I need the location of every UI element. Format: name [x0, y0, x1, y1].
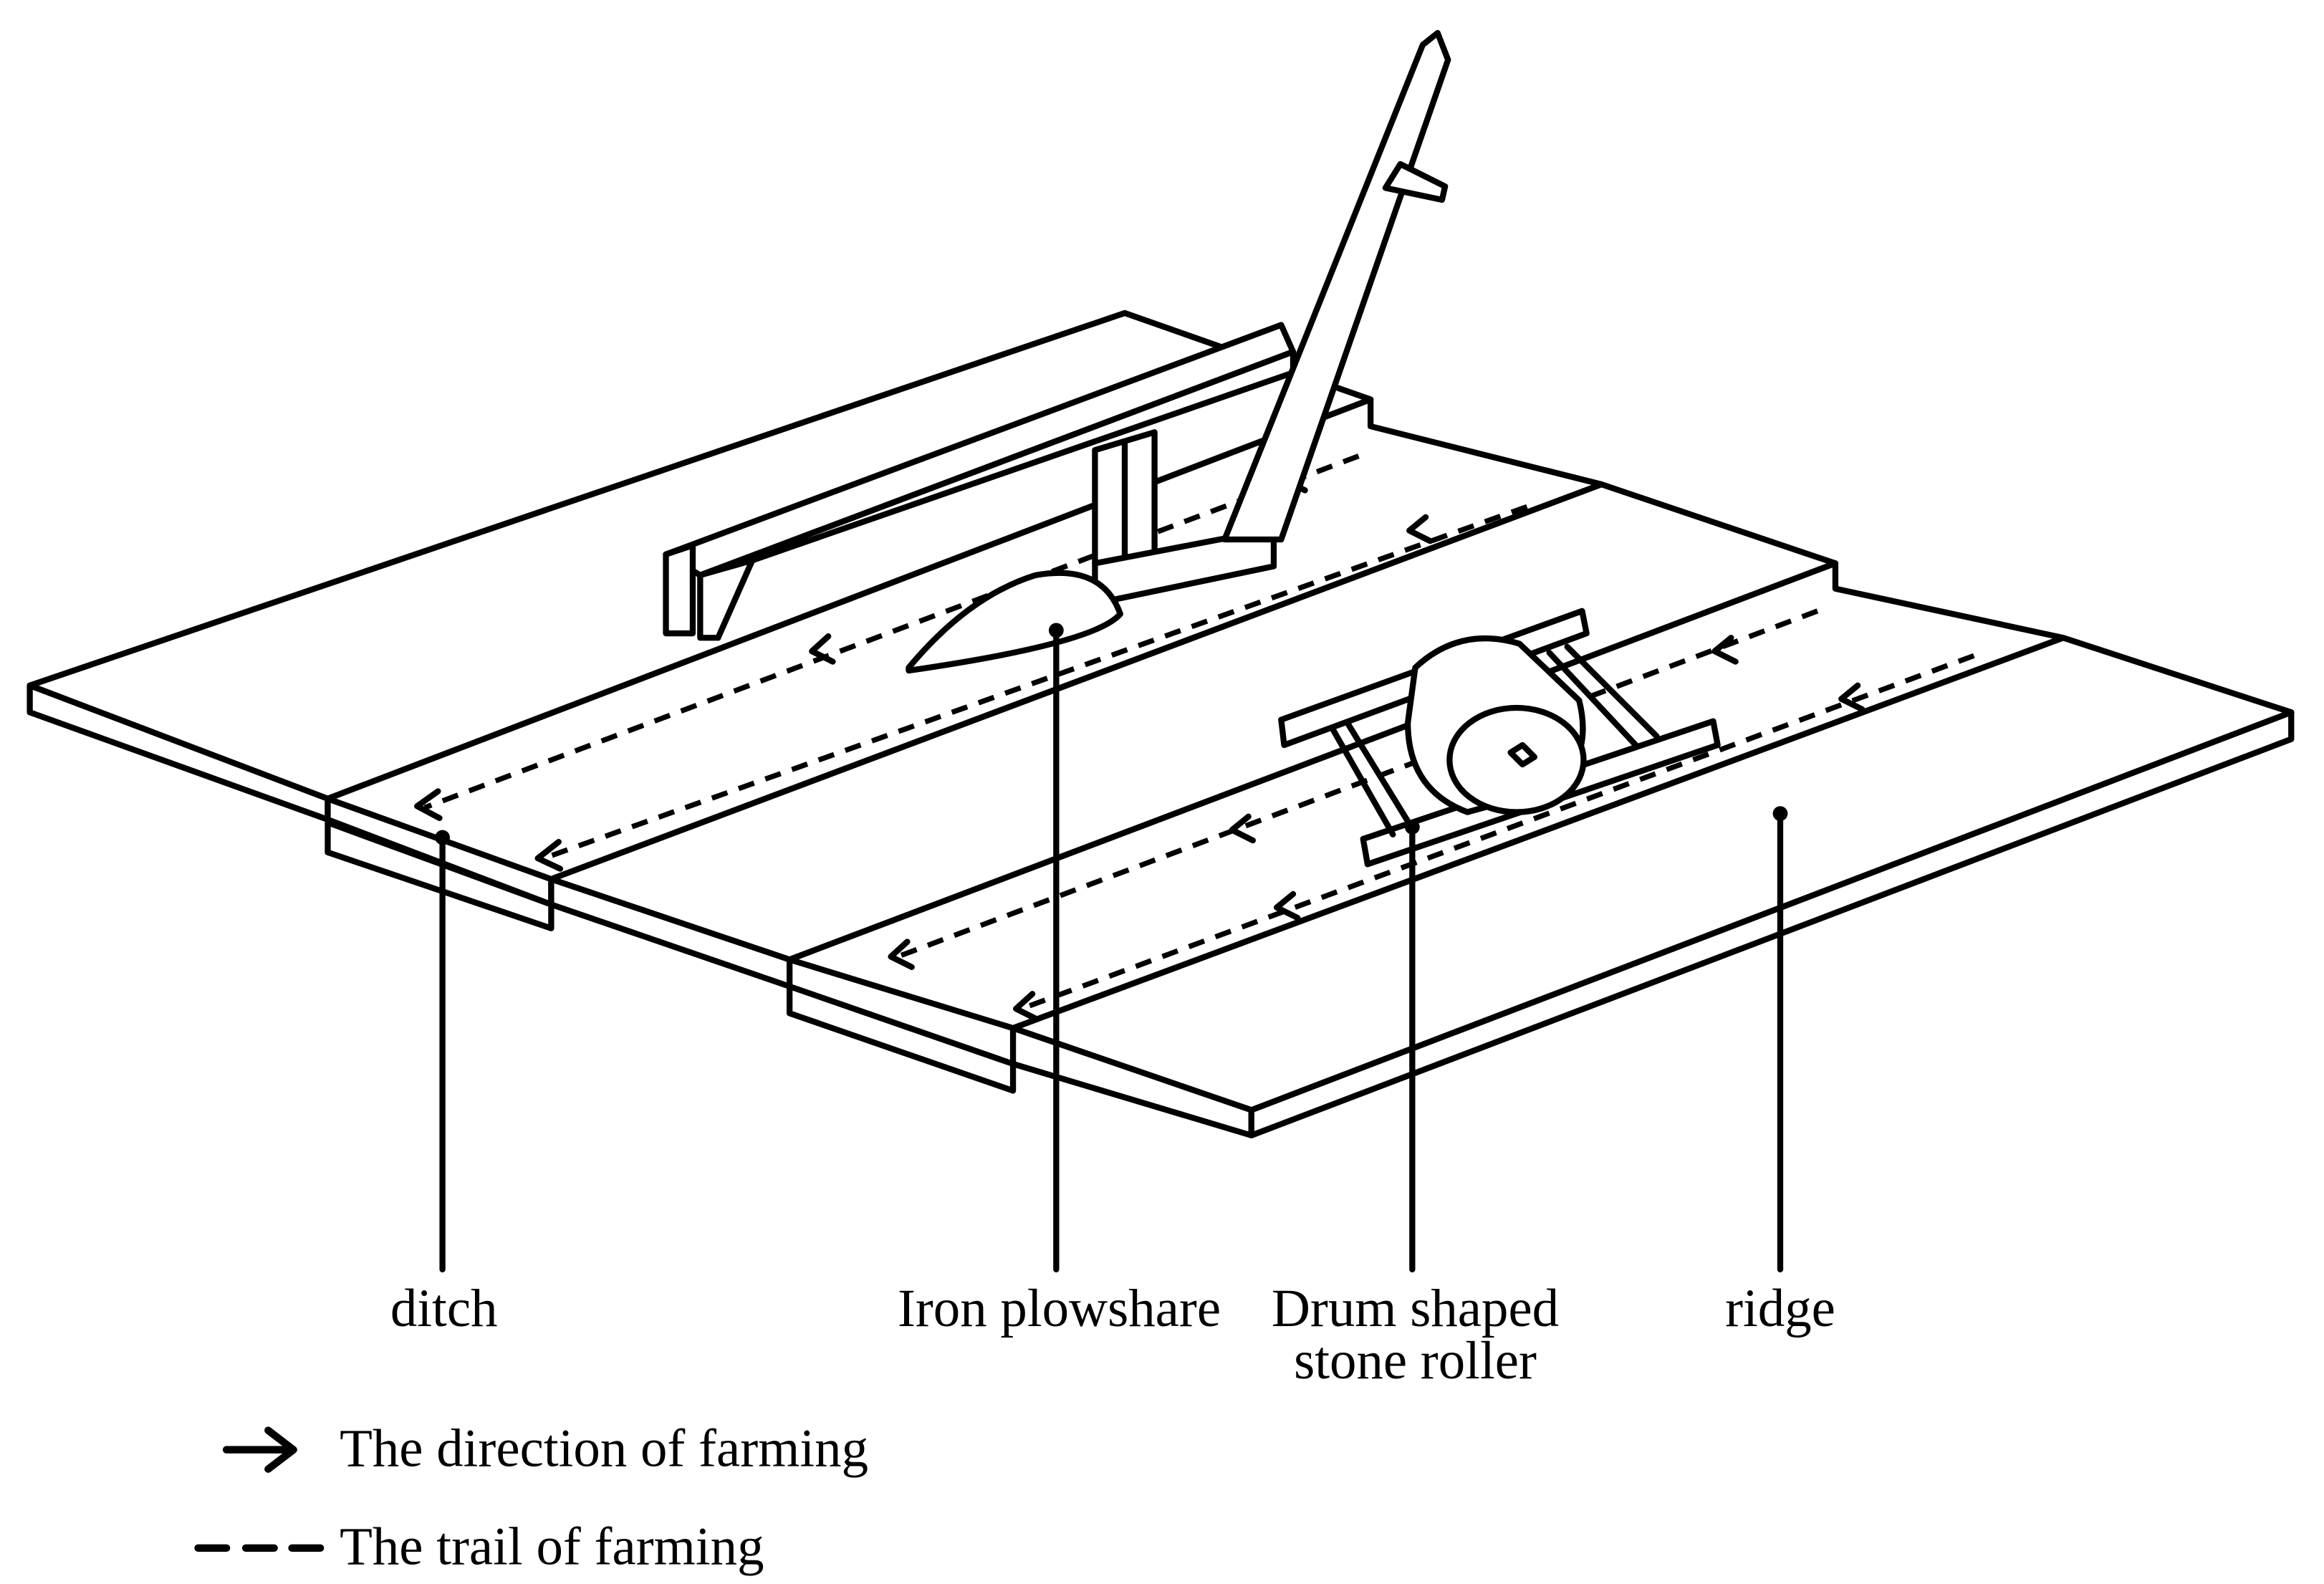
iron-plow — [663, 29, 1451, 674]
label-drum-roller-line2: stone roller — [1294, 1331, 1537, 1391]
legend: The direction of farming The trail of fa… — [194, 1419, 868, 1577]
label-drum-roller-line1: Drum shaped — [1272, 1279, 1559, 1338]
drum-stone-roller — [1278, 608, 1721, 868]
legend-trail-label: The trail of farming — [340, 1517, 764, 1577]
legend-arrow-icon — [222, 1426, 297, 1473]
label-ridge: ridge — [1725, 1279, 1835, 1338]
field-right-ridge — [1009, 635, 2295, 1138]
label-ditch: ditch — [390, 1279, 498, 1338]
legend-direction-label: The direction of farming — [340, 1419, 868, 1478]
leader-lines — [435, 623, 1788, 1273]
label-iron-plowshare: Iron plowshare — [898, 1279, 1221, 1338]
ditch-right — [786, 560, 2067, 1094]
